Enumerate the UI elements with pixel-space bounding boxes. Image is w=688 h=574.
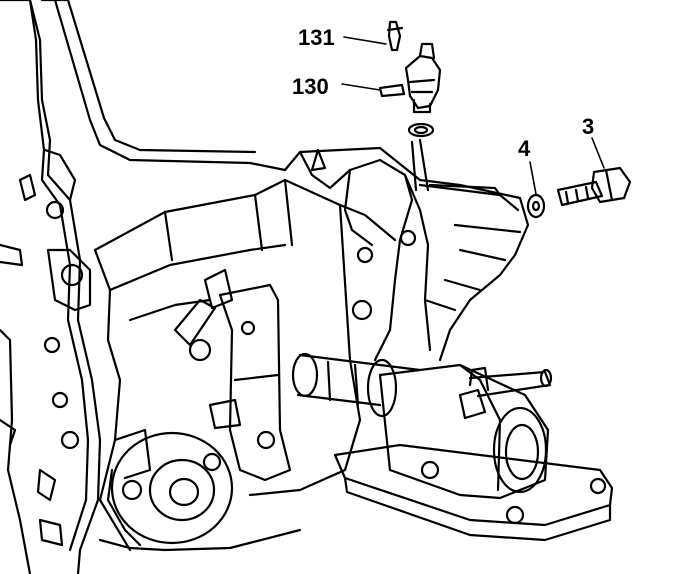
- transmission-case: [93, 178, 362, 552]
- leader-131: [343, 36, 387, 45]
- output-shaft-assembly: [291, 352, 614, 542]
- callout-4: 4: [518, 136, 531, 161]
- speed-sensor-assembly: [378, 20, 442, 138]
- leader-3: [591, 137, 605, 169]
- bolt-and-washer: [526, 166, 632, 219]
- callout-131: 131: [298, 25, 335, 50]
- callout-3: 3: [582, 114, 594, 139]
- extension-housing: [283, 138, 530, 362]
- callout-130: 130: [292, 74, 329, 99]
- callout-labels: 131 130 4 3: [292, 25, 594, 161]
- bell-housing: [0, 0, 287, 574]
- leader-lines: [341, 36, 605, 195]
- leader-4: [529, 161, 537, 195]
- leader-130: [341, 83, 381, 91]
